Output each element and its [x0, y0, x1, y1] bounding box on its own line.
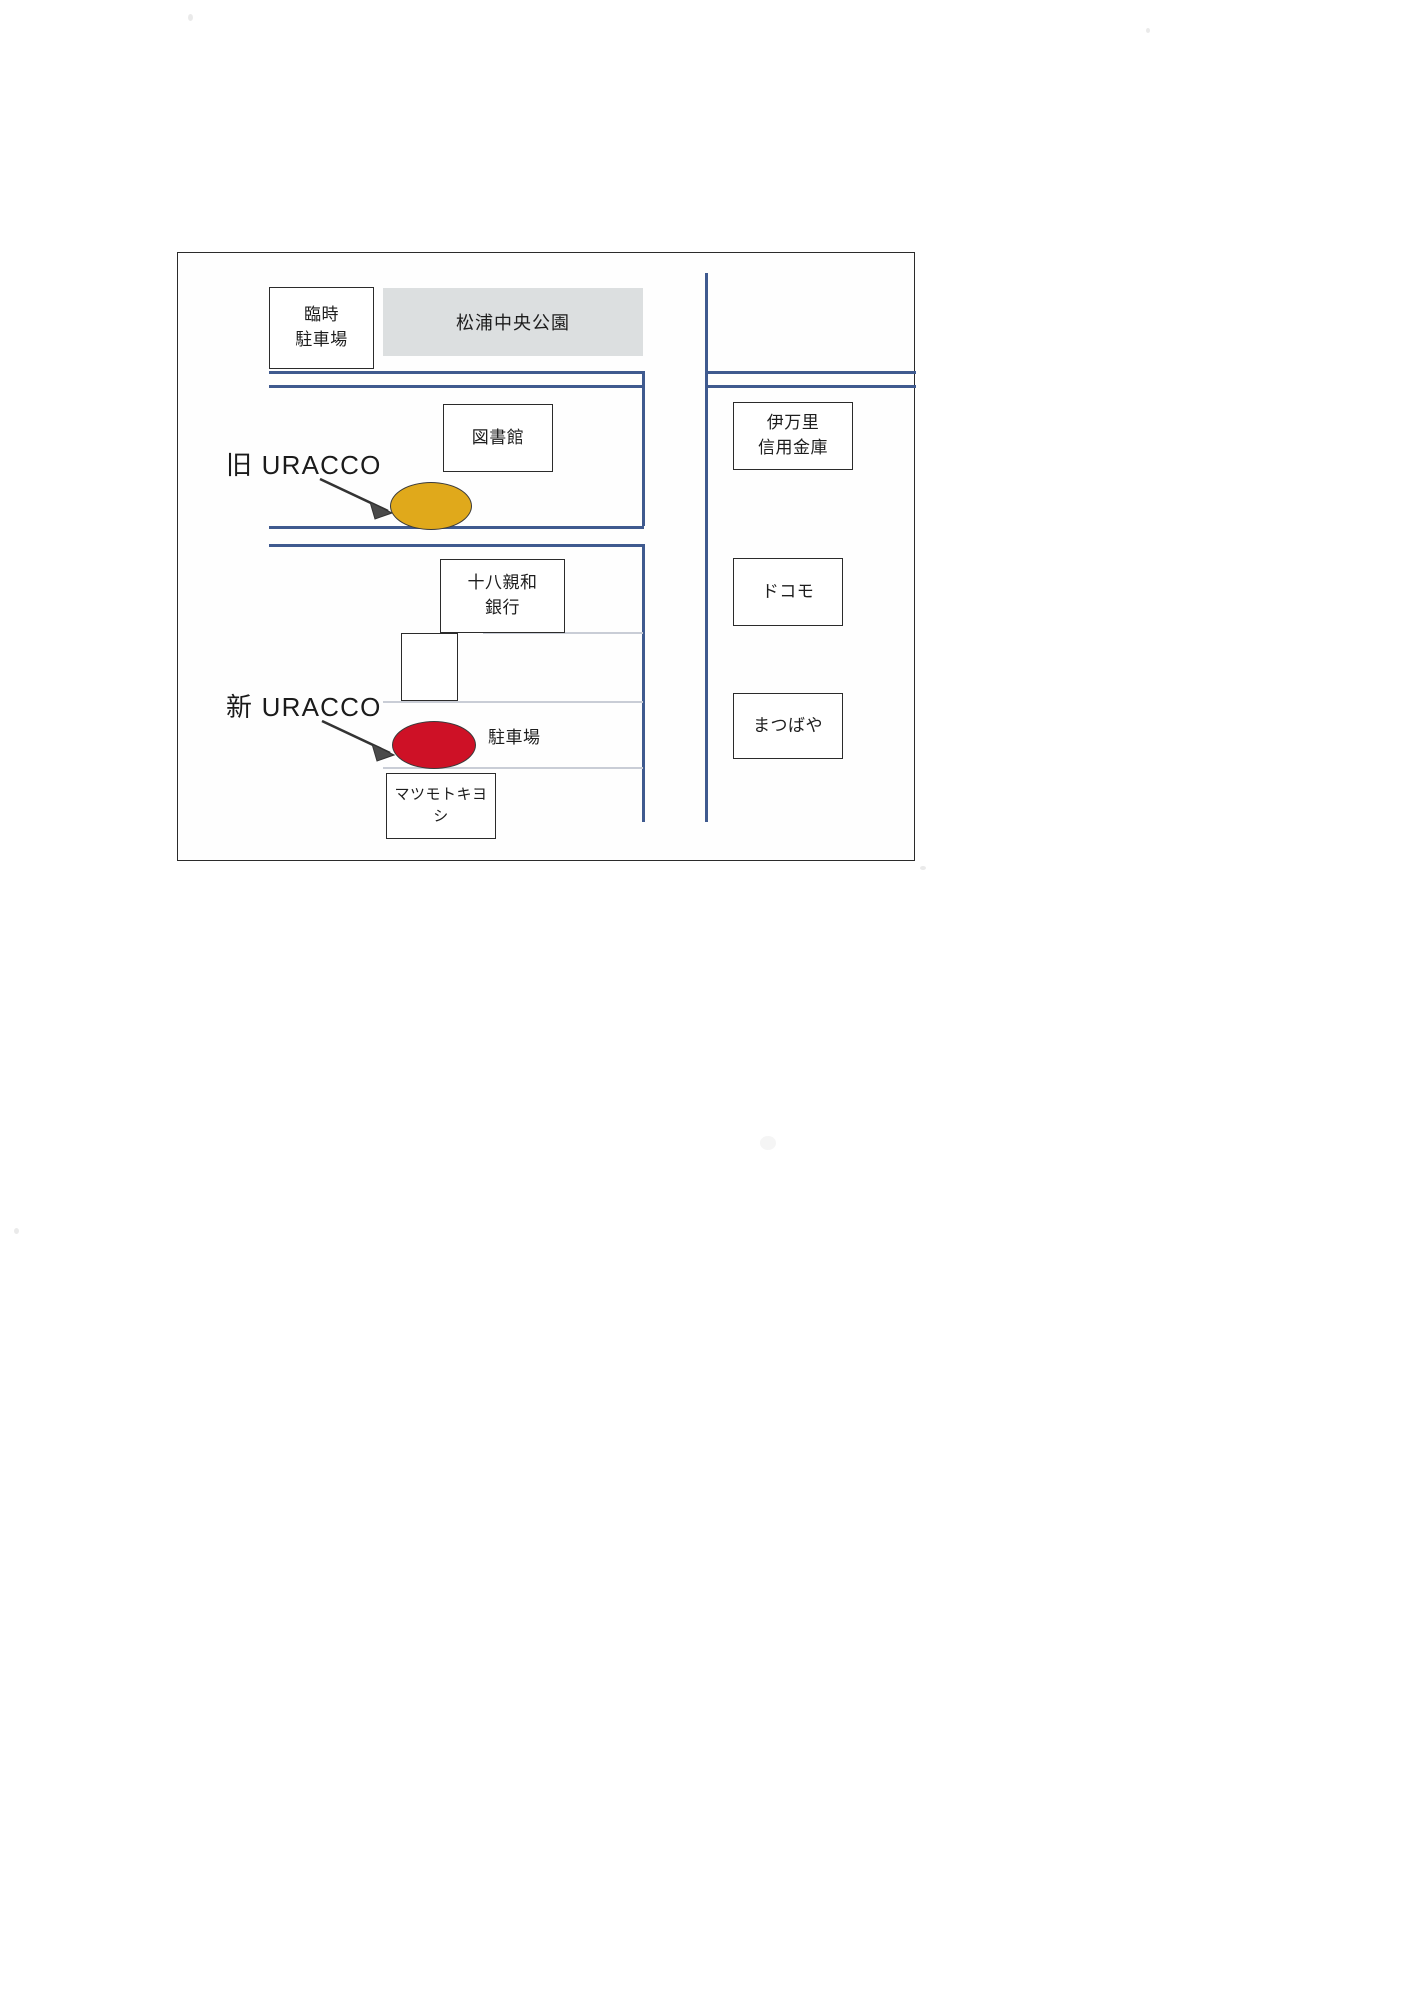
place-matsubaya: まつばや — [733, 693, 843, 759]
callout-text: 旧 URACCO — [226, 450, 382, 480]
road-horizontal-upper-south — [269, 385, 644, 388]
road-vertical-center-west-lower — [642, 544, 645, 822]
place-label: ドコモ — [761, 581, 815, 601]
callout-text: 新 URACCO — [226, 692, 382, 722]
marker-new-uracco — [392, 721, 476, 769]
place-label: 松浦中央公園 — [456, 313, 570, 333]
road-horizontal-middle-south — [269, 544, 644, 547]
parcel-divider-lower — [383, 767, 643, 769]
scan-speckle — [1146, 28, 1150, 33]
place-label: マツモトキヨシ — [394, 786, 488, 825]
place-temporary-parking: 臨時 駐車場 — [269, 287, 374, 369]
road-vertical-center-west — [642, 371, 645, 526]
location-map: 松浦中央公園 臨時 駐車場 図書館 伊万里 信用金庫 十八親和 銀行 ドコモ ま… — [177, 252, 916, 861]
road-horizontal-upper-east-south — [705, 385, 916, 388]
arrow-old-uracco — [319, 477, 394, 520]
place-label: 図書館 — [471, 427, 525, 447]
place-label: 伊万里 信用金庫 — [758, 413, 828, 457]
scan-speckle — [14, 1228, 19, 1234]
parcel-divider-mid — [383, 701, 643, 703]
place-library: 図書館 — [443, 404, 553, 472]
parcel-divider-upper — [483, 632, 643, 634]
road-vertical-east-a — [705, 273, 708, 385]
place-unnamed-building — [401, 633, 458, 701]
scan-speckle — [188, 14, 193, 21]
place-label: まつばや — [753, 715, 823, 735]
arrow-new-uracco — [321, 719, 396, 762]
road-horizontal-upper-east-north — [705, 371, 916, 374]
road-horizontal-middle-north — [269, 526, 644, 529]
plain-label-text: 駐車場 — [488, 728, 541, 747]
place-imari-shinkin-bank: 伊万里 信用金庫 — [733, 402, 853, 470]
scan-speckle — [760, 1136, 776, 1150]
place-matsuura-central-park: 松浦中央公園 — [383, 288, 643, 356]
place-juhachi-shinwa-bank: 十八親和 銀行 — [440, 559, 565, 633]
callout-label-old-uracco: 旧 URACCO — [226, 445, 382, 482]
place-label: 臨時 駐車場 — [295, 305, 348, 349]
road-vertical-east-b — [705, 385, 708, 822]
place-label: 十八親和 銀行 — [467, 573, 538, 617]
place-docomo: ドコモ — [733, 558, 843, 626]
road-horizontal-upper-north — [269, 371, 644, 374]
scan-speckle — [920, 866, 926, 870]
label-parking-lot: 駐車場 — [488, 723, 541, 748]
marker-old-uracco — [390, 482, 472, 530]
place-matsumoto-kiyoshi: マツモトキヨシ — [386, 773, 496, 839]
callout-label-new-uracco: 新 URACCO — [226, 687, 382, 724]
